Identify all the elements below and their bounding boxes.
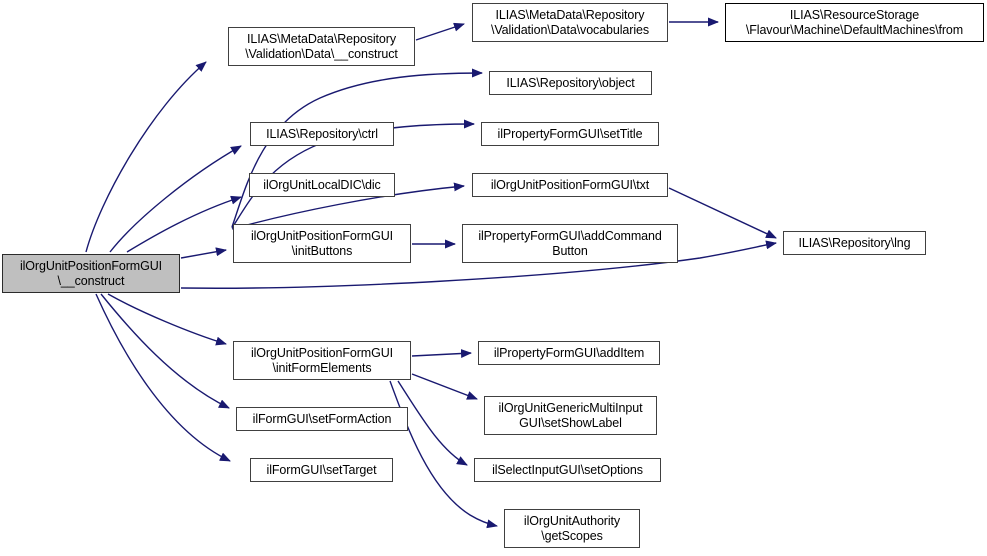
graph-node-lng[interactable]: ILIAS\Repository\lng <box>783 231 926 255</box>
graph-edge-root-to-initformelements <box>107 293 227 346</box>
graph-edge-initformelements-to-getscopes <box>389 380 498 529</box>
edges-group <box>85 17 777 529</box>
graph-node-label: ilPropertyFormGUI\addCommand Button <box>478 228 662 258</box>
graph-edge-root-to-md_construct <box>85 61 207 253</box>
graph-edge-root-to-localdic <box>126 195 242 253</box>
graph-edge-md_construct-to-vocabularies <box>415 22 465 41</box>
graph-node-label: ilOrgUnitPositionFormGUI \initFormElemen… <box>250 345 394 375</box>
graph-node-settitle[interactable]: ilPropertyFormGUI\setTitle <box>481 122 659 146</box>
graph-node-initformelements[interactable]: ilOrgUnitPositionFormGUI \initFormElemen… <box>233 341 411 380</box>
graph-node-setshowlabel[interactable]: ilOrgUnitGenericMultiInput GUI\setShowLa… <box>484 396 657 435</box>
graph-edge-initformelements-to-additem <box>411 349 472 359</box>
graph-node-label: ilOrgUnitPositionFormGUI\txt <box>490 177 650 192</box>
graph-node-label: ilOrgUnitLocalDIC\dic <box>263 177 381 192</box>
graph-node-label: ilFormGUI\setTarget <box>266 462 377 477</box>
graph-edge-initbuttons-to-repo_object <box>231 68 483 228</box>
graph-node-setformaction[interactable]: ilFormGUI\setFormAction <box>236 407 408 431</box>
graph-node-md_construct[interactable]: ILIAS\MetaData\Repository \Validation\Da… <box>228 27 415 66</box>
graph-edge-root-to-settarget <box>95 293 231 462</box>
graph-node-label: ilFormGUI\setFormAction <box>252 411 392 426</box>
graph-node-label: ILIAS\ResourceStorage \Flavour\Machine\D… <box>745 7 964 37</box>
graph-node-addcommandbutton[interactable]: ilPropertyFormGUI\addCommand Button <box>462 224 678 263</box>
graph-edge-root-to-initbuttons <box>180 247 227 259</box>
graph-node-label: ILIAS\Repository\lng <box>798 235 911 250</box>
graph-node-label: ilOrgUnitGenericMultiInput GUI\setShowLa… <box>498 400 643 430</box>
graph-node-label: ILIAS\MetaData\Repository \Validation\Da… <box>490 7 650 37</box>
graph-node-initbuttons[interactable]: ilOrgUnitPositionFormGUI \initButtons <box>233 224 411 263</box>
graph-node-label: ilOrgUnitPositionFormGUI \initButtons <box>250 228 394 258</box>
graph-node-getscopes[interactable]: ilOrgUnitAuthority \getScopes <box>504 509 640 548</box>
graph-node-label: ILIAS\Repository\ctrl <box>266 126 378 141</box>
graph-edge-txt-to-lng <box>668 187 777 239</box>
graph-node-settarget[interactable]: ilFormGUI\setTarget <box>250 458 393 482</box>
graph-edge-root-to-setformaction <box>100 293 230 409</box>
graph-node-label: ILIAS\MetaData\Repository \Validation\Da… <box>245 31 398 61</box>
graph-node-repo_object[interactable]: ILIAS\Repository\object <box>489 71 652 95</box>
graph-node-label: ilPropertyFormGUI\setTitle <box>497 126 643 141</box>
graph-node-setoptions[interactable]: ilSelectInputGUI\setOptions <box>474 458 661 482</box>
graph-node-label: ilOrgUnitPositionFormGUI \__construct <box>19 258 163 288</box>
graph-node-additem[interactable]: ilPropertyFormGUI\addItem <box>478 341 660 365</box>
graph-node-label: ILIAS\Repository\object <box>506 75 635 90</box>
graph-node-root[interactable]: ilOrgUnitPositionFormGUI \__construct <box>2 254 180 293</box>
graph-edge-initformelements-to-setshowlabel <box>411 373 478 400</box>
graph-node-defaultmachines[interactable]: ILIAS\ResourceStorage \Flavour\Machine\D… <box>725 3 984 42</box>
graph-node-localdic[interactable]: ilOrgUnitLocalDIC\dic <box>249 173 395 197</box>
graph-node-repo_ctrl[interactable]: ILIAS\Repository\ctrl <box>250 122 394 146</box>
graph-node-txt[interactable]: ilOrgUnitPositionFormGUI\txt <box>472 173 668 197</box>
graph-node-label: ilSelectInputGUI\setOptions <box>492 462 643 477</box>
graph-node-label: ilOrgUnitAuthority \getScopes <box>523 513 621 543</box>
graph-node-label: ilPropertyFormGUI\addItem <box>493 345 645 360</box>
graph-edge-root-to-repo_ctrl <box>109 145 242 253</box>
graph-edge-initformelements-to-setoptions <box>397 380 468 466</box>
graph-node-vocabularies[interactable]: ILIAS\MetaData\Repository \Validation\Da… <box>472 3 668 42</box>
